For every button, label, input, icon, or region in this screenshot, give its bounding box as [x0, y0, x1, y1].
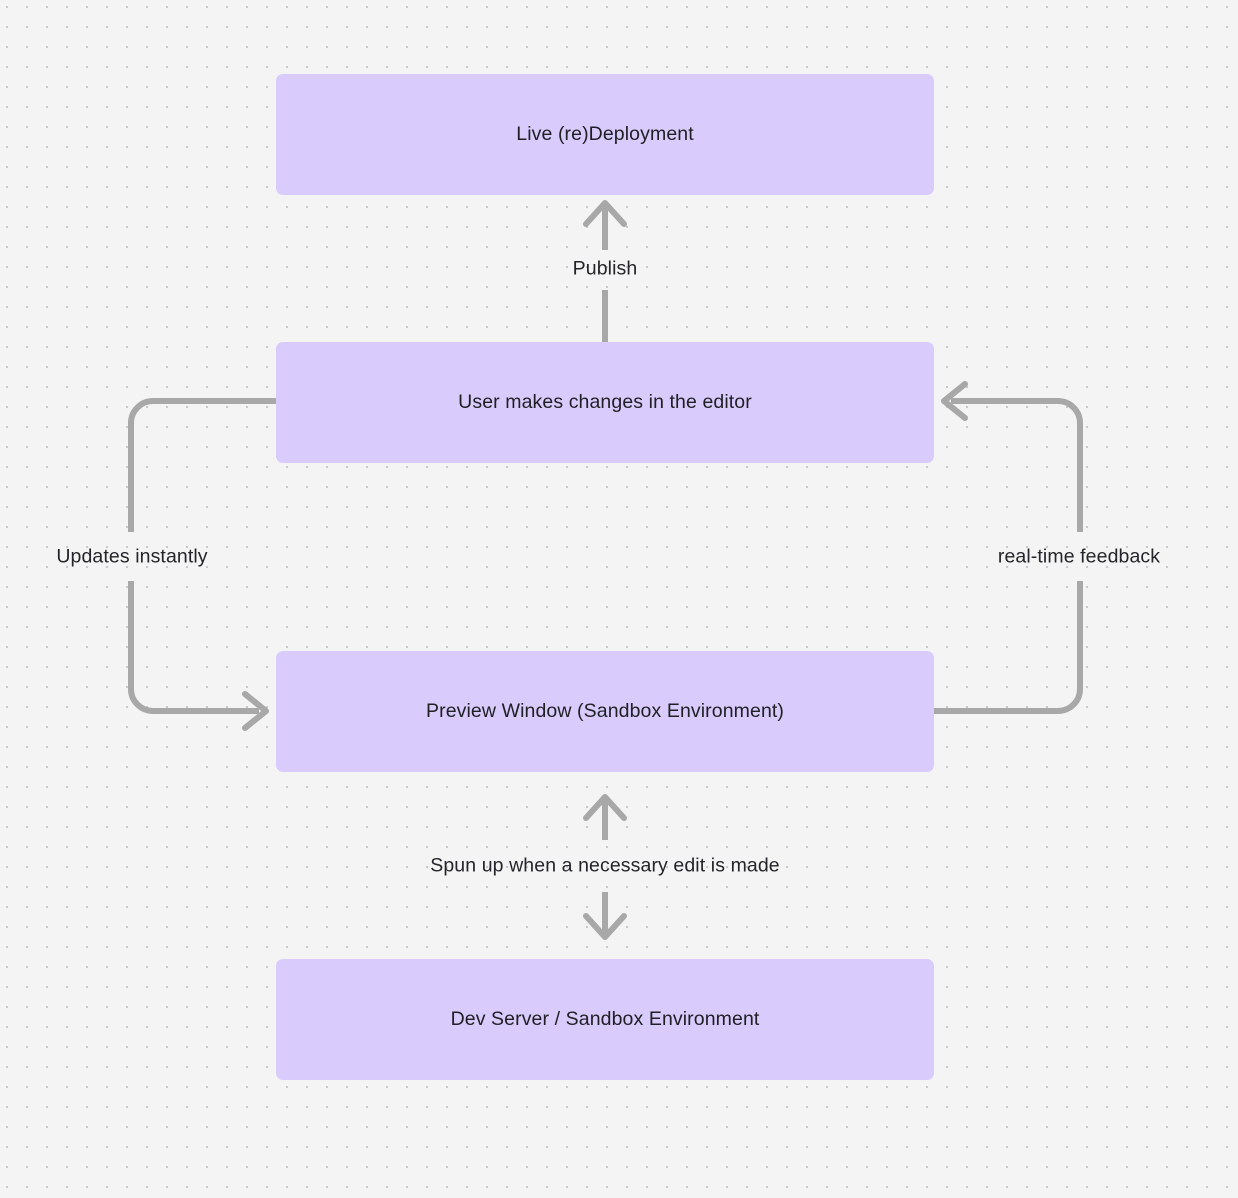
edge-label-updates-instantly: Updates instantly — [56, 545, 208, 568]
edge-updates-arrowhead — [242, 691, 269, 731]
edge-updates-upper-segment — [128, 398, 276, 532]
edge-spunup-up-arrowhead — [583, 794, 627, 821]
edge-publish-arrowhead — [583, 200, 627, 227]
edge-updates-lower-segment — [128, 581, 259, 714]
edge-label-real-time-feedback: real-time feedback — [997, 545, 1161, 568]
edge-label-publish: Publish — [572, 257, 638, 280]
edge-spunup-down-arrowhead — [583, 913, 627, 940]
edge-label-spun-up: Spun up when a necessary edit is made — [430, 854, 780, 877]
node-dev-server[interactable]: Dev Server / Sandbox Environment — [276, 959, 934, 1080]
node-user-makes-changes-label: User makes changes in the editor — [458, 390, 752, 413]
node-dev-server-label: Dev Server / Sandbox Environment — [450, 1007, 760, 1030]
node-preview-window[interactable]: Preview Window (Sandbox Environment) — [276, 651, 934, 772]
node-live-redeployment-label: Live (re)Deployment — [516, 122, 694, 145]
edge-feedback-upper-segment — [951, 398, 1083, 532]
node-user-makes-changes[interactable]: User makes changes in the editor — [276, 342, 934, 463]
node-live-redeployment[interactable]: Live (re)Deployment — [276, 74, 934, 195]
node-preview-window-label: Preview Window (Sandbox Environment) — [426, 699, 784, 722]
edge-feedback-arrowhead — [941, 381, 968, 421]
edge-feedback-lower-segment — [934, 581, 1083, 714]
